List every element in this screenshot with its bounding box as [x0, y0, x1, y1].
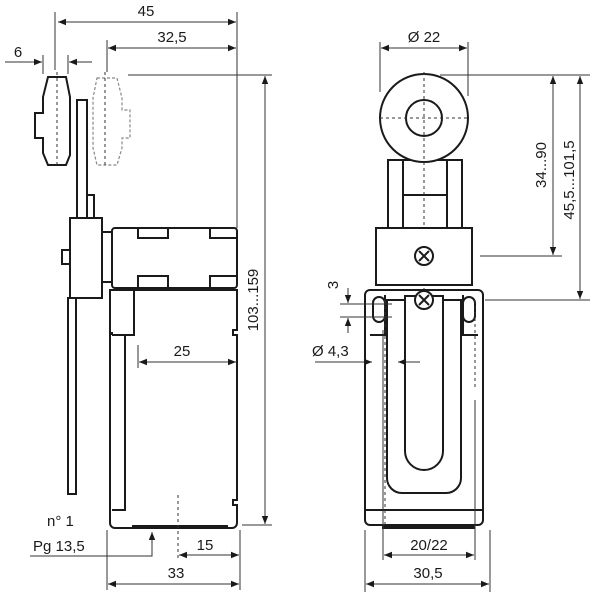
mounting-hole-right — [462, 296, 476, 323]
dim-33: 33 — [168, 565, 185, 582]
dim-34-90: 34...90 — [533, 142, 550, 188]
dim-25: 25 — [174, 343, 191, 360]
dim-45: 45 — [138, 3, 155, 20]
mounting-hole-left — [372, 296, 386, 323]
dim-20-22: 20/22 — [410, 537, 448, 554]
dim-30-5: 30,5 — [413, 565, 442, 582]
adjustment-slot — [404, 295, 444, 471]
dim-45-5-101-5: 45,5...101,5 — [561, 140, 578, 219]
dim-3: 3 — [325, 281, 342, 289]
conduit-number-label: n° 1 — [47, 513, 74, 530]
ghost-roller — [92, 77, 131, 166]
switch-body-side — [109, 289, 238, 529]
front-view — [364, 72, 484, 529]
dim-6: 6 — [14, 44, 22, 61]
lever-arm — [76, 99, 88, 221]
conduit-thread-label: Pg 13,5 — [33, 538, 85, 555]
roller-side — [34, 76, 71, 166]
conduit-entry — [132, 525, 228, 529]
dim-roller-diameter: Ø 22 — [408, 29, 441, 46]
dim-15: 15 — [197, 537, 214, 554]
side-dimensions: 45 32,5 6 103...159 25 n° 1 Pg 13,5 15 3… — [5, 3, 272, 590]
lever-hub — [69, 217, 103, 299]
switch-head — [111, 227, 238, 289]
lever-plate — [67, 297, 77, 495]
front-dimensions: Ø 22 34...90 45,5...101,5 3 Ø 4,3 20/22 … — [312, 29, 590, 592]
dim-32-5: 32,5 — [157, 29, 186, 46]
dim-103-159: 103...159 — [245, 269, 262, 332]
dim-hole-diameter: Ø 4,3 — [312, 343, 349, 360]
side-view — [34, 72, 238, 560]
